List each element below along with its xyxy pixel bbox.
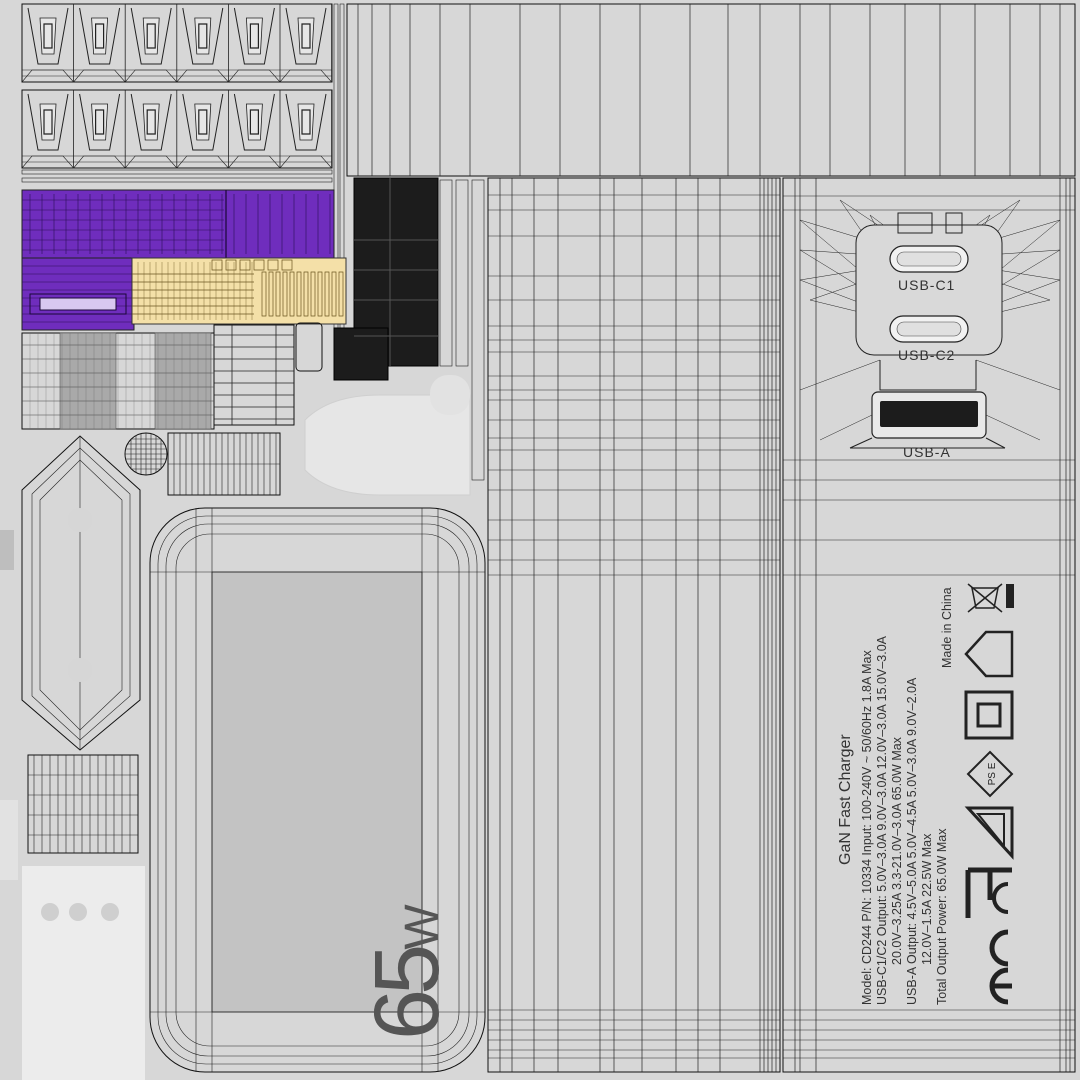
wattage-label: 65W: [356, 904, 458, 1040]
port-diagram: [799, 199, 1061, 449]
black-uv-island: [333, 177, 439, 381]
bottom-left-blob: [0, 530, 145, 1080]
ce-mark-icon: [989, 929, 1012, 1005]
spec-label: GaN Fast Charger Model: CD244 P/N: 10334…: [836, 565, 950, 1005]
striped-panels: [27, 432, 281, 854]
fc-mark-icon: [965, 867, 1012, 918]
spec-line-2: USB-C1/C2 Output: 5.0V–3.0A 9.0V–3.0A 12…: [875, 635, 889, 1005]
pse-mark-icon: PS E: [966, 750, 1014, 798]
usb-a-port: [871, 391, 987, 439]
spec-line-5: 12.0V–1.5A 22.5W Max: [920, 833, 934, 965]
prong-tiles-top: [21, 3, 333, 169]
front-face-panel: [149, 507, 486, 1073]
purple-uv-island: [21, 189, 335, 331]
skinny-strips: [439, 179, 485, 481]
wattage-number: 65: [356, 949, 458, 1040]
weee-bin-icon: [967, 583, 1014, 613]
side-wire-panels: [487, 177, 1076, 1073]
double-insulation-icon: [964, 690, 1014, 740]
svg-text:PS E: PS E: [987, 762, 998, 785]
side-octagon: [21, 435, 141, 751]
grey-texture-panels: [21, 322, 323, 430]
safety-mark-icon: [964, 806, 1014, 860]
usb-a-label: USB-A: [903, 444, 951, 460]
usb-c1-port: [889, 245, 969, 273]
spec-line-1: Model: CD244 P/N: 10334 Input: 100-240V …: [860, 650, 874, 1005]
usb-c2-label: USB-C2: [898, 347, 956, 363]
grid-circle: [124, 432, 168, 476]
indoor-use-icon: [964, 630, 1014, 678]
usb-c1-label: USB-C1: [898, 277, 956, 293]
yellow-uv-island: [131, 257, 347, 325]
made-in-label: Made in China: [940, 587, 954, 668]
wattage-unit: W: [396, 904, 449, 950]
certification-marks: PS E: [964, 583, 1014, 1005]
spec-line-3: 20.0V–3.25A 3.3-21.0V–3.0A 65.0W Max: [890, 737, 904, 965]
usb-c2-port: [889, 315, 969, 343]
plug-ghost-shape: [304, 375, 471, 496]
spec-line-4: USB-A Output: 4.5V–5.0A 5.0V–4.5A 5.0V–3…: [905, 677, 919, 1005]
top-wire-panel: [346, 3, 1076, 177]
product-title: GaN Fast Charger: [837, 734, 854, 865]
